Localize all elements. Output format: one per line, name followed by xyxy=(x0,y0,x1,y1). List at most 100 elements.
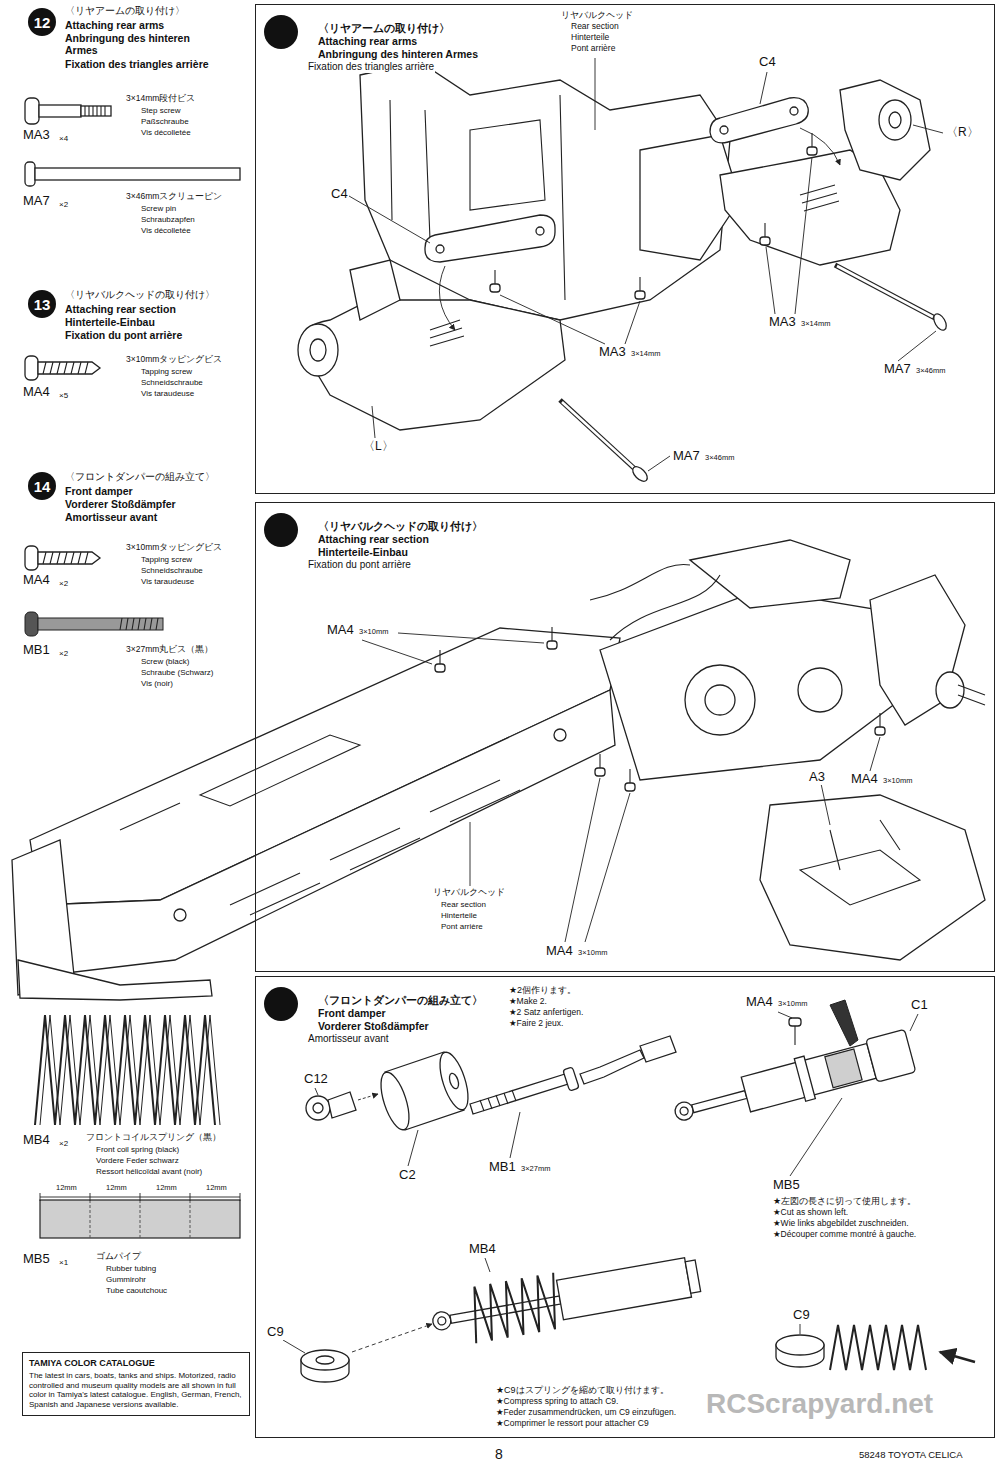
page-number: 8 xyxy=(494,1446,504,1462)
step-heading: 〈リヤアームの取り付け〉 xyxy=(64,6,186,17)
damper-assembly xyxy=(794,1056,815,1101)
step-heading: Fixation des triangles arrière xyxy=(307,61,435,73)
tapping-screw-icon xyxy=(38,362,100,374)
damper-with-spring xyxy=(437,1316,446,1325)
part-spec: フロントコイルスプリング（黒） xyxy=(85,1133,222,1143)
chassis-tub xyxy=(120,735,360,830)
damper-with-spring xyxy=(431,1310,452,1331)
part-spec: 3×14mm段付ビス xyxy=(125,94,196,104)
part-code: C12 xyxy=(303,1072,329,1087)
screw-pin-ma7 xyxy=(560,265,949,484)
part-code: MB4 xyxy=(468,1242,497,1257)
chassis-tub xyxy=(554,729,566,741)
mb1-screw xyxy=(470,1036,676,1114)
note: ★Feder zusammendrücken, um C9 einzufügen… xyxy=(495,1408,677,1418)
part-code: MA7 xyxy=(672,449,701,464)
dimension-line xyxy=(40,1193,240,1201)
part-spec: Vis taraudeuse xyxy=(140,577,195,586)
black-screw-icon xyxy=(120,618,158,630)
part-spec: 3×46mmスクリューピン xyxy=(125,192,223,202)
tapping-screw-icon xyxy=(38,552,100,564)
dimension: 12mm xyxy=(105,1184,128,1193)
dimension-line xyxy=(40,1193,240,1201)
part-code: MA4 xyxy=(850,772,879,787)
note: ★Wie links abgebildet zuschneiden. xyxy=(772,1219,910,1229)
c12-ball-end xyxy=(313,1103,323,1113)
c9-spring-retainer xyxy=(301,1324,975,1382)
black-screw-icon xyxy=(25,612,38,636)
note: ★2 Satz anfertigen. xyxy=(508,1008,584,1018)
black-screw-icon xyxy=(25,612,163,636)
tapping-screw-icon xyxy=(25,546,100,570)
step-heading: 〈フロントダンパーの組み立て〉 xyxy=(64,472,216,483)
screw-pin-icon xyxy=(25,162,240,186)
inset-a3 xyxy=(800,820,920,905)
rear-arm-left xyxy=(300,300,565,430)
leader-line xyxy=(283,1012,918,1353)
c12-ball-end xyxy=(358,1094,378,1100)
screw-pin-icon xyxy=(25,162,35,186)
mb1-screw xyxy=(563,1067,579,1091)
c2-cylinder xyxy=(434,1049,473,1113)
step-heading: Amortisseur avant xyxy=(64,511,158,523)
step-heading: 〈リヤアームの取り付け〉 xyxy=(317,22,451,34)
c9-spring-retainer xyxy=(316,1356,334,1364)
screw-pin-ma7 xyxy=(835,265,935,318)
dimension: 12mm xyxy=(55,1184,78,1193)
step-number: 13 xyxy=(264,513,298,547)
leader-line xyxy=(362,633,880,942)
note: ★Compress spring to attach C9. xyxy=(495,1397,619,1407)
step-number-disc xyxy=(264,987,298,1021)
black-screw-icon xyxy=(38,618,163,630)
step-heading: Front damper xyxy=(317,1007,387,1019)
chassis-tub xyxy=(18,960,212,1000)
step-heading: 〈フロントダンパーの組み立て〉 xyxy=(317,994,484,1006)
step-number: 14 xyxy=(264,987,298,1021)
c4-link xyxy=(425,98,840,330)
part-spec: Paßschraube xyxy=(140,117,190,126)
step-number-disc xyxy=(264,15,298,49)
step-number: 12 xyxy=(264,15,298,49)
dimension: 3×10mm xyxy=(882,777,913,786)
callout-label: Hinterteile xyxy=(570,33,610,43)
quantity: ×2 xyxy=(58,200,69,209)
part-spec: Schraube (Schwarz) xyxy=(140,668,214,677)
part-spec: Rubber tubing xyxy=(105,1264,157,1273)
rear-arm-left xyxy=(310,339,326,361)
part-code: MB4 xyxy=(22,1133,51,1148)
screw-ma3 xyxy=(490,284,500,292)
screw-ma3 xyxy=(495,133,812,291)
step-screw-icon xyxy=(25,98,39,124)
c2-cylinder xyxy=(375,1069,414,1133)
rear-arm-left xyxy=(430,320,464,346)
step-heading: 〈リヤバルクヘッドの取り付け〉 xyxy=(64,290,216,301)
step-heading: Hinterteile-Einbau xyxy=(317,546,409,558)
damper-with-spring xyxy=(467,1273,563,1343)
quantity: ×4 xyxy=(58,134,69,143)
dimension: 3×27mm xyxy=(520,1165,551,1174)
watermark: RCScrapyard.net xyxy=(705,1388,934,1420)
part-code: MB5 xyxy=(22,1252,51,1267)
step-number-text: 12 xyxy=(34,15,51,30)
box-body: The latest in cars, boats, tanks and shi… xyxy=(29,1371,243,1410)
part-spec: Tapping screw xyxy=(140,555,193,564)
part-code: MB1 xyxy=(22,643,51,658)
dimension: 12mm xyxy=(155,1184,178,1193)
damper-assembly xyxy=(866,1029,916,1082)
note: ★Cut as shown left. xyxy=(772,1208,849,1218)
glue-and-screw xyxy=(794,1026,795,1045)
step-heading: Amortisseur avant xyxy=(307,1033,390,1045)
step-heading: 〈リヤバルクヘッドの取り付け〉 xyxy=(317,520,484,532)
step-heading: Fixation des triangles arrière xyxy=(64,58,210,70)
c4-link xyxy=(720,126,728,134)
part-spec: Screw (black) xyxy=(140,657,190,666)
screw-ma3 xyxy=(760,237,770,245)
tapping-screw-icon xyxy=(43,552,88,564)
step-number-disc xyxy=(28,472,56,500)
part-spec: Vordere Feder schwarz xyxy=(95,1156,180,1165)
part-code: MB1 xyxy=(488,1160,517,1175)
dimension: 3×46mm xyxy=(915,367,946,376)
part-spec: Step screw xyxy=(140,106,182,115)
callout-label: Rear section xyxy=(570,22,620,32)
step-screw-icon xyxy=(85,106,105,116)
